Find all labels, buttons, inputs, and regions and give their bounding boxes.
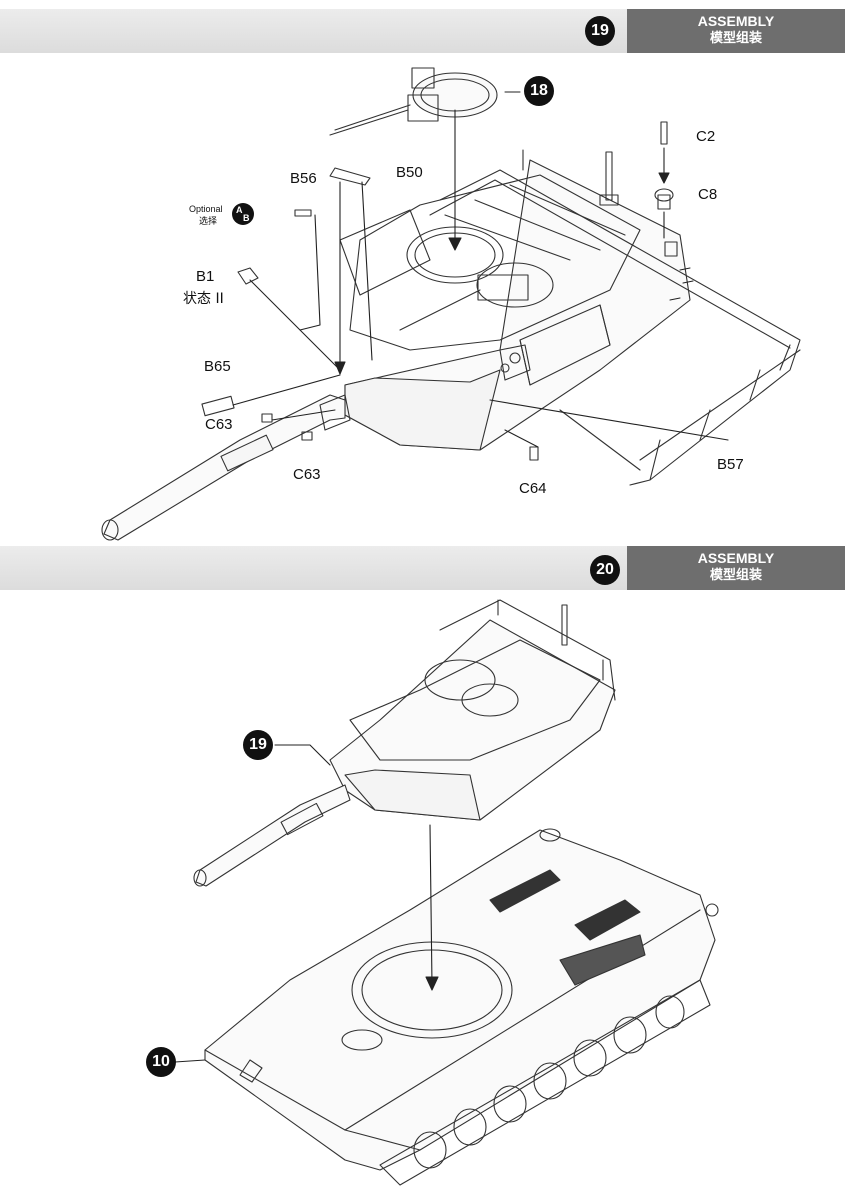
step20-title-box: ASSEMBLY 模型组装 bbox=[627, 546, 845, 590]
callout-turret-19: 19 bbox=[243, 730, 273, 760]
step20-turret-drawing bbox=[193, 599, 616, 887]
step20-number-badge: 20 bbox=[590, 555, 620, 585]
label-b1: B1 bbox=[196, 268, 215, 285]
step19-number-badge: 19 bbox=[585, 16, 615, 46]
label-c2: C2 bbox=[696, 128, 716, 145]
option-b-letter: B bbox=[243, 213, 250, 223]
step20-title-cn: 模型组装 bbox=[709, 568, 762, 583]
label-b57: B57 bbox=[717, 456, 744, 473]
label-b50: B50 bbox=[396, 164, 423, 181]
step19-title-en: ASSEMBLY bbox=[697, 13, 775, 29]
sub-assembly-18-drawing bbox=[329, 67, 498, 136]
label-b1-state: 状态 II bbox=[183, 291, 224, 307]
step20-hull-drawing bbox=[204, 828, 719, 1186]
step20-title-en: ASSEMBLY bbox=[697, 550, 775, 566]
label-optional-en: Optional bbox=[189, 204, 223, 214]
label-c64: C64 bbox=[519, 480, 547, 497]
label-c63-b: C63 bbox=[293, 466, 321, 483]
step19-turret-drawing bbox=[101, 121, 801, 541]
callout-subassembly-18: 18 bbox=[524, 76, 554, 106]
step19-title-cn: 模型组装 bbox=[709, 31, 762, 46]
label-b65: B65 bbox=[204, 358, 231, 375]
option-ab-icon: A B bbox=[232, 203, 254, 225]
step19-assembly-arrows bbox=[232, 91, 729, 448]
step19-title-box: ASSEMBLY 模型组装 bbox=[627, 9, 845, 53]
label-c8: C8 bbox=[698, 186, 718, 203]
label-optional-cn: 选择 bbox=[199, 217, 218, 227]
step20-assembly-arrows bbox=[174, 744, 439, 1063]
label-c63-a: C63 bbox=[205, 416, 233, 433]
option-a-letter: A bbox=[236, 205, 243, 215]
label-b56: B56 bbox=[290, 170, 317, 187]
callout-hull-10: 10 bbox=[146, 1047, 176, 1077]
